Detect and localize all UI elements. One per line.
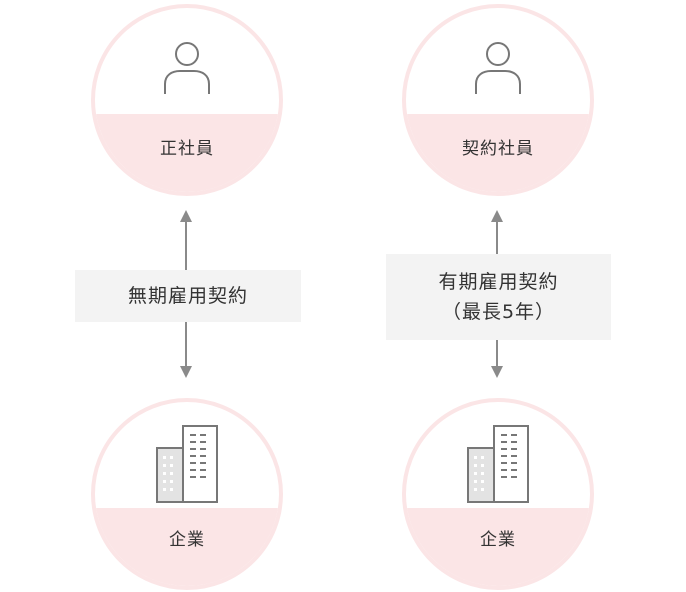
relation-label-right: 有期雇用契約 （最長5年） (386, 254, 611, 340)
building-icon (467, 425, 529, 503)
company-node-right: 企業 (402, 398, 594, 590)
relation-line1: 無期雇用契約 (127, 285, 248, 307)
person-icon (164, 42, 210, 94)
node-label-band: 正社員 (95, 114, 279, 192)
node-label: 企業 (169, 530, 205, 550)
node-label: 企業 (480, 530, 516, 550)
building-icon (156, 425, 218, 503)
person-icon (475, 42, 521, 94)
relation-line1: 有期雇用契約 (438, 271, 559, 293)
contract-employee-node-right: 契約社員 (402, 4, 594, 196)
relation-label-left: 無期雇用契約 (75, 270, 301, 322)
node-label-band: 契約社員 (406, 114, 590, 192)
node-label-band: 企業 (406, 508, 590, 586)
node-label: 契約社員 (462, 139, 534, 159)
node-label-band: 企業 (95, 508, 279, 586)
company-node-left: 企業 (91, 398, 283, 590)
node-label: 正社員 (160, 139, 214, 159)
relation-line2: （最長5年） (441, 301, 556, 323)
employee-node-left: 正社員 (91, 4, 283, 196)
